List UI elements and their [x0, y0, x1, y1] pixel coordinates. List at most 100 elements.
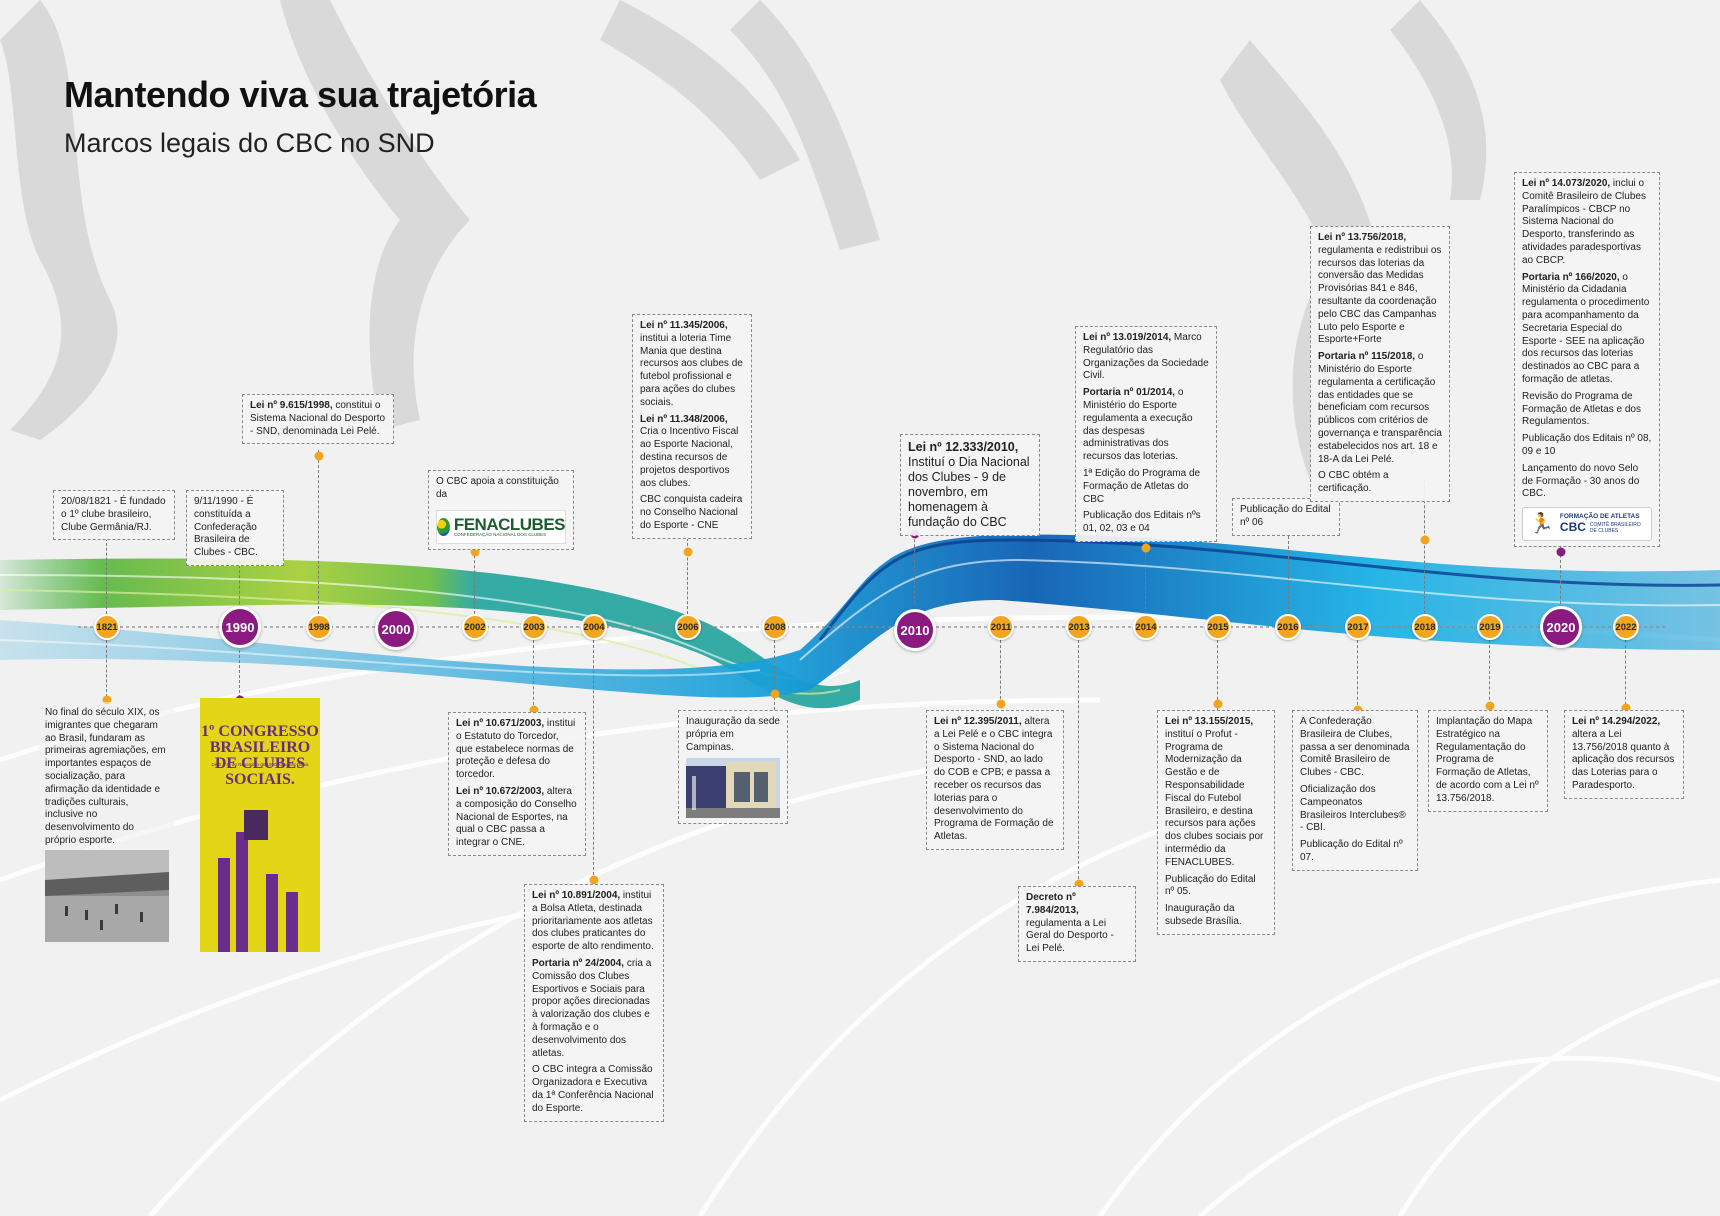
- connector-2017: [1357, 640, 1358, 710]
- event-2003-law1: Lei nº 10.671/2003,: [456, 718, 545, 729]
- year-marker-2018: 2018: [1412, 614, 1438, 640]
- event-2020: Lei nº 14.073/2020, inclui o Comitê Bras…: [1514, 172, 1660, 548]
- event-2011-law: Lei nº 12.395/2011,: [934, 716, 1022, 727]
- event-2022: Lei nº 14.294/2022, altera a Lei 13.756/…: [1564, 710, 1684, 799]
- event-2020-law2: Portaria nº 166/2020,: [1522, 271, 1620, 283]
- dot-2004: [589, 875, 599, 885]
- event-1990-top-text: 9/11/1990 - É constituída a Confederação…: [194, 496, 258, 559]
- dot-2011: [996, 699, 1006, 709]
- event-2019-text: Implantação do Mapa Estratégico na Regul…: [1436, 716, 1539, 804]
- cbc-logo-name: COMITÊ BRASILEIRO DE CLUBES: [1589, 522, 1641, 535]
- event-2004-law2: Portaria nº 24/2004,: [532, 957, 625, 969]
- event-2018-desc2: o Ministério do Esporte regulamenta a ce…: [1318, 351, 1442, 465]
- connector-2015: [1217, 640, 1218, 710]
- page-title: Mantendo viva sua trajetória: [64, 74, 537, 115]
- event-2015-desc1: instituí o Profut - Programa de Moderniz…: [1165, 728, 1264, 868]
- event-2014-desc1: Marco Regulatório das Organizações da So…: [1083, 332, 1209, 382]
- event-2006-desc3: CBC conquista cadeira no Conselho Nacion…: [640, 494, 743, 531]
- connector-2020: [1560, 524, 1561, 604]
- poster-bar-3: [266, 874, 278, 952]
- event-1821-top-text: 20/08/1821 - É fundado o 1º clube brasil…: [61, 496, 166, 533]
- event-2017-desc1: A Confederação Brasileira de Clubes, pas…: [1300, 716, 1410, 779]
- cbc-logo-letters: CBC: [1559, 520, 1586, 535]
- event-2014-law2: Portaria nº 01/2014,: [1083, 387, 1176, 399]
- year-marker-1821: 1821: [94, 614, 120, 640]
- dot-2006: [683, 547, 693, 557]
- event-2017: A Confederação Brasileira de Clubes, pas…: [1292, 710, 1418, 871]
- event-1821-bottom-text: No final do século XIX, os imigrantes qu…: [45, 707, 166, 846]
- event-2003-desc1: institui o Estatuto do Torcedor, que est…: [456, 718, 576, 781]
- year-marker-2017: 2017: [1345, 614, 1371, 640]
- year-marker-2004: 2004: [581, 614, 607, 640]
- event-2018-desc3: O CBC obtém a certificação.: [1318, 470, 1389, 495]
- year-marker-2006: 2006: [675, 614, 701, 640]
- event-2013-desc: regulamenta a Lei Geral do Desporto - Le…: [1026, 917, 1114, 955]
- dot-2013: [1074, 879, 1084, 889]
- dot-2018: [1420, 535, 1430, 545]
- dot-2008: [770, 689, 780, 699]
- event-2014-desc3: 1ª Edição do Programa de Formação de Atl…: [1083, 467, 1201, 505]
- connector-2002: [474, 540, 475, 614]
- event-2016-text: Publicação do Edital nº 06: [1240, 504, 1331, 528]
- year-marker-2003: 2003: [521, 614, 547, 640]
- connector-1821-bottom: [106, 640, 107, 702]
- event-2006-law1: Lei nº 11.345/2006,: [640, 320, 728, 331]
- year-marker-1998: 1998: [306, 614, 332, 640]
- year-marker-2011: 2011: [988, 614, 1014, 640]
- event-2017-desc2: Oficialização dos Campeonatos Brasileiro…: [1300, 783, 1406, 834]
- connector-2014: [1145, 532, 1146, 614]
- globe-icon: [437, 517, 450, 536]
- event-1990-top: 9/11/1990 - É constituída a Confederação…: [186, 490, 284, 566]
- dot-2015: [1213, 699, 1223, 709]
- event-2006-desc1: institui a loteria Time Mania que destin…: [640, 332, 743, 408]
- congress-poster: 1º CONGRESSO BRASILEIRO DE CLUBES SOCIAI…: [200, 698, 320, 952]
- historic-photo: [45, 850, 169, 942]
- event-2003: Lei nº 10.671/2003, institui o Estatuto …: [448, 712, 586, 856]
- event-2018-desc1: regulamenta e redistribui os recursos da…: [1318, 244, 1442, 346]
- event-2004-desc3: O CBC integra a Comissão Organizadora e …: [532, 1064, 654, 1114]
- event-2010-desc: Instituí o Dia Nacional dos Clubes - 9 d…: [908, 455, 1030, 529]
- poster-slogan: A INDÚSTRIA DO LAZER PEDE A PALAVRA: [250, 861, 264, 952]
- page-subtitle: Marcos legais do CBC no SND: [64, 128, 435, 158]
- event-2020-desc5: Lançamento do novo Selo de Formação - 30…: [1522, 462, 1640, 500]
- dot-2014: [1141, 543, 1151, 553]
- dot-2003: [529, 705, 539, 715]
- year-marker-2010: 2010: [894, 609, 936, 651]
- event-2010-law: Lei nº 12.333/2010,: [908, 440, 1019, 454]
- event-2017-desc3: Publicação do Edital nº 07.: [1300, 839, 1403, 863]
- connector-2022: [1625, 640, 1626, 710]
- connector-1998: [318, 450, 319, 614]
- poster-bar-4: [286, 892, 298, 952]
- event-2020-desc4: Publicação dos Editais nº 08, 09 e 10: [1522, 433, 1652, 457]
- year-marker-2020: 2020: [1540, 606, 1582, 648]
- connector-2003: [533, 640, 534, 710]
- event-2006: Lei nº 11.345/2006, institui a loteria T…: [632, 314, 752, 539]
- event-2004: Lei nº 10.891/2004, institui a Bolsa Atl…: [524, 884, 664, 1122]
- event-1998-desc: constitui o Sistema Nacional do Desporto…: [250, 400, 386, 437]
- event-1998-text: Lei nº 9.615/1998, constitui o Sistema N…: [250, 400, 386, 438]
- event-2020-desc1: inclui o Comitê Brasileiro de Clubes Par…: [1522, 178, 1646, 266]
- connector-2013: [1078, 640, 1079, 884]
- event-2019: Implantação do Mapa Estratégico na Regul…: [1428, 710, 1548, 812]
- event-2018-law1: Lei nº 13.756/2018,: [1318, 232, 1407, 243]
- dot-1998: [314, 451, 324, 461]
- event-2002: O CBC apoia a constituição da FENACLUBES…: [428, 470, 574, 550]
- connector-1990-bottom: [239, 650, 240, 698]
- event-2006-desc2: Cria o Incentivo Fiscal ao Esporte Nacio…: [640, 426, 739, 489]
- event-2015-desc3: Inauguração da subsede Brasília.: [1165, 903, 1242, 927]
- historic-club-photo: [45, 850, 169, 942]
- event-2020-desc3: Revisão do Programa de Formação de Atlet…: [1522, 390, 1641, 428]
- fenaclubes-logo: FENACLUBES CONFEDERAÇÃO NACIONAL DOS CLU…: [436, 509, 566, 544]
- poster-portrait: [244, 810, 268, 840]
- event-2004-desc2: cria a Comissão dos Clubes Esportivos e …: [532, 957, 652, 1059]
- year-marker-2002: 2002: [462, 614, 488, 640]
- dot-1821: [102, 695, 112, 705]
- connector-1990-top: [239, 534, 240, 604]
- poster-subtitle: De 8 a 11 de Novembro de 1990 Salvador-B…: [211, 762, 309, 767]
- connector-2006: [687, 538, 688, 614]
- year-marker-2015: 2015: [1205, 614, 1231, 640]
- year-marker-2014: 2014: [1133, 614, 1159, 640]
- formacao-logo-title: FORMAÇÃO DE ATLETAS: [1559, 512, 1640, 520]
- year-marker-2019: 2019: [1477, 614, 1503, 640]
